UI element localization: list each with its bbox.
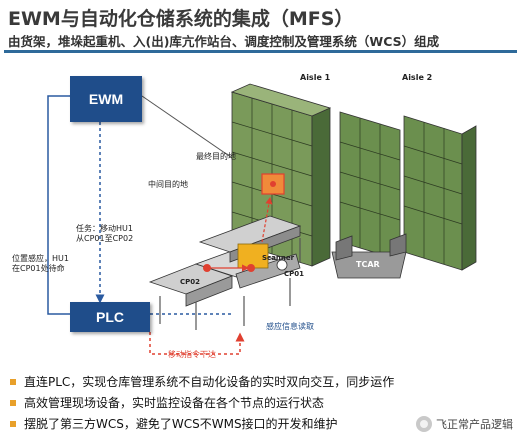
feature-list: 直连PLC，实现仓库管理系统不自动化设备的实时双向交互，同步运作 高效管理现场设… [10, 371, 520, 434]
sensor-info-label: 感应信息读取 [266, 322, 314, 331]
bullet-marker [10, 378, 16, 385]
warehouse-illustration [47, 83, 477, 355]
aisle-1-label: Aisle 1 [300, 73, 331, 82]
cp02-label: CP02 [180, 278, 201, 286]
bullet-marker [10, 420, 16, 427]
task-label: 任务：移动HU1 从CP01至CP02 [76, 224, 134, 243]
watermark: 飞正常产品逻辑 [416, 416, 513, 432]
wechat-logo-icon [416, 416, 432, 432]
rack-aisle-2 [403, 115, 477, 271]
title-divider [4, 50, 517, 53]
bullet-marker [10, 399, 16, 406]
list-item: 摆脱了第三方WCS，避免了WCS不WMS接口的开发和维护 [10, 413, 520, 434]
list-item: 直连PLC，实现仓库管理系统不自动化设备的实时双向交互，同步运作 [10, 371, 520, 392]
position-sensing-label: 位置感应，HU1 在CP01处待命 [12, 254, 69, 273]
move-command-label: 移动指令下达 [168, 350, 216, 359]
list-item: 高效管理现场设备，实时监控设备在各个节点的运行状态 [10, 392, 520, 413]
scanner-label: Scanner [262, 254, 295, 262]
plc-node: PLC [70, 302, 150, 332]
final-destination-label: 最终目的地 [196, 152, 236, 161]
conveyor-station [148, 196, 302, 330]
mfs-diagram: EWM PLC Aisle 1 Aisle 2 最终目的地 中间目的地 任务：移… [0, 56, 521, 366]
intermediate-destination-label: 中间目的地 [148, 180, 188, 189]
cp01-label: CP01 [284, 270, 305, 278]
destination-bin [261, 173, 285, 195]
ewm-node: EWM [70, 76, 142, 122]
page-subtitle: 由货架，堆垛起重机、入(出)库亢作站台、调度控制及管理系统（WCS）组成 [8, 34, 440, 49]
aisle-2-label: Aisle 2 [402, 73, 433, 82]
tcar-label: TCAR [356, 260, 380, 269]
tcar [331, 233, 407, 279]
page-title: EWM与自动化仓储系统的集成（MFS） [8, 8, 354, 30]
